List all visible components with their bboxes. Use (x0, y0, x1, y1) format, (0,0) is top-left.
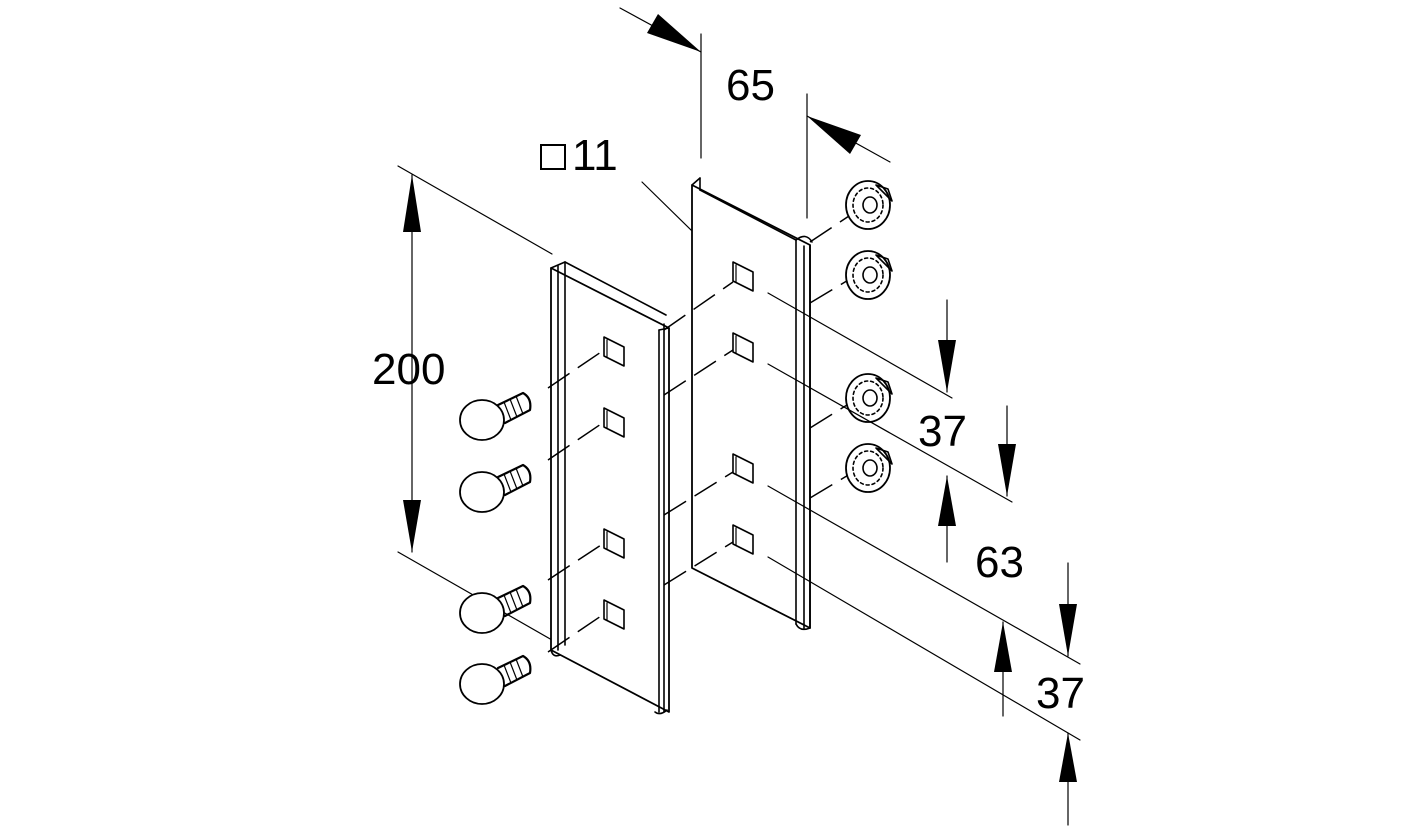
hole-size-label: 11 (572, 131, 618, 180)
arrow-up-icon (1059, 733, 1077, 782)
height-label: 200 (372, 345, 445, 394)
arrow-up-icon (403, 175, 421, 232)
arrow-down-icon (998, 444, 1016, 496)
width-label: 65 (726, 61, 775, 110)
right-plate-holes (732, 261, 754, 555)
flange-nuts (845, 180, 893, 493)
width-dimension: 65 (619, 7, 891, 219)
nut-icon (845, 250, 893, 300)
arrow-down-icon (938, 340, 956, 392)
nut-icon (845, 180, 893, 230)
bolt-icon (459, 654, 532, 705)
square-icon (540, 144, 566, 170)
arrow-down-icon (403, 500, 421, 552)
carriage-bolts (459, 391, 532, 705)
arrow-down-icon (1059, 604, 1077, 656)
left-plate-holes (603, 336, 625, 630)
height-dimension: 200 (372, 165, 553, 641)
spacing-middle-label: 63 (975, 538, 1024, 587)
spacing-bottom-label: 37 (1036, 669, 1085, 718)
nut-icon (845, 373, 893, 423)
arrow-up-icon (938, 476, 956, 526)
bolt-icon (459, 463, 532, 513)
hole-size-callout: 11 (540, 131, 739, 277)
spacing-top-label: 37 (918, 407, 967, 456)
nut-icon (845, 443, 893, 493)
arrow-right-icon (647, 14, 701, 52)
left-plate (550, 261, 670, 715)
bolt-icon (459, 584, 532, 634)
arrow-up-icon (994, 622, 1012, 672)
hole-spacing-dimensions: 37 63 37 (767, 292, 1085, 826)
right-plate (691, 177, 813, 631)
arrow-left-icon (807, 116, 861, 154)
bolt-icon (459, 391, 532, 441)
